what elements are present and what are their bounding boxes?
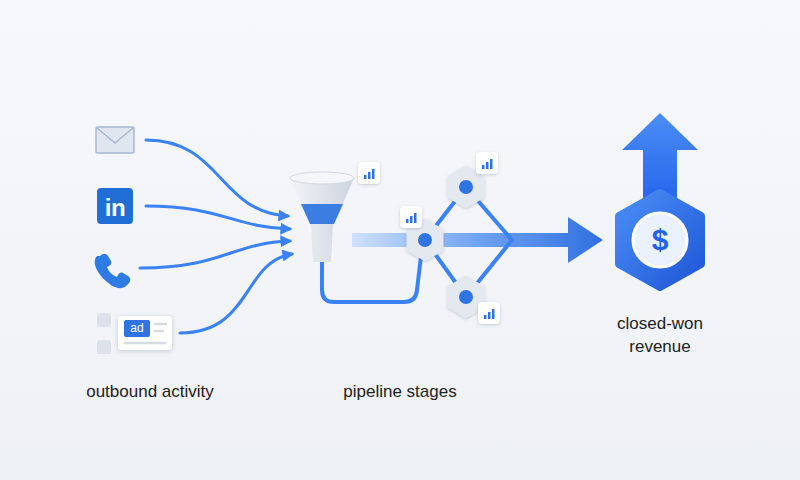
revenue-hexagon: $closed-won revenue (612, 188, 708, 292)
chart-badge (476, 152, 498, 174)
currency-symbol: $ (612, 222, 708, 258)
phone-icon (95, 254, 131, 288)
chart-badge (400, 206, 422, 228)
ad-card: ad (118, 316, 172, 350)
stage-hexagon (450, 168, 483, 206)
ad-tag: ad (124, 320, 150, 337)
badge-bar (488, 312, 491, 319)
flow-line (146, 140, 288, 216)
flow-line (146, 206, 290, 229)
envelope-body (96, 127, 134, 153)
badge-bar (490, 159, 493, 169)
badge-bar (364, 175, 367, 179)
badge-bar (368, 172, 371, 179)
badge-bar (414, 213, 417, 223)
text-line (155, 323, 166, 326)
logo-text: in (105, 196, 125, 220)
chart-badge (478, 302, 500, 324)
column-label: pipeline stages (300, 381, 500, 403)
ad-square (97, 340, 111, 354)
hexagon-shape (450, 168, 483, 206)
envelope-flap (97, 128, 133, 143)
funnel-band (301, 204, 343, 224)
stage-hexagon (450, 278, 483, 316)
badge-bar (486, 162, 489, 169)
ad-square (97, 313, 111, 327)
main-arrow (352, 217, 603, 263)
channel-flows (140, 140, 292, 333)
badge-bg (478, 302, 500, 324)
stage-dot (459, 180, 473, 194)
badge-bar (410, 216, 413, 223)
text-line (155, 330, 163, 333)
badge-bar (482, 165, 485, 169)
stage-dot (459, 290, 473, 304)
node-heading: closed-won revenue (590, 312, 730, 358)
badge-bg (400, 206, 422, 228)
email-icon (96, 127, 134, 153)
badge-bar (492, 309, 495, 319)
funnel-rim (290, 172, 354, 184)
funnel-body (290, 178, 354, 262)
loop-line (322, 256, 421, 302)
linkedin-badge: in (97, 188, 133, 224)
badge-bar (372, 169, 375, 179)
column-label: outbound activity (50, 381, 250, 403)
badge-bar (484, 315, 487, 319)
ad-card-lines (125, 324, 166, 343)
funnel (290, 172, 354, 262)
chart-badge (358, 162, 380, 184)
badge-bg (476, 152, 498, 174)
hexagon-shape (450, 278, 483, 316)
badge-bar (406, 219, 409, 223)
flow-line (180, 254, 292, 333)
badge-bg (358, 162, 380, 184)
text-line (125, 342, 165, 345)
stage-dot (418, 233, 432, 247)
